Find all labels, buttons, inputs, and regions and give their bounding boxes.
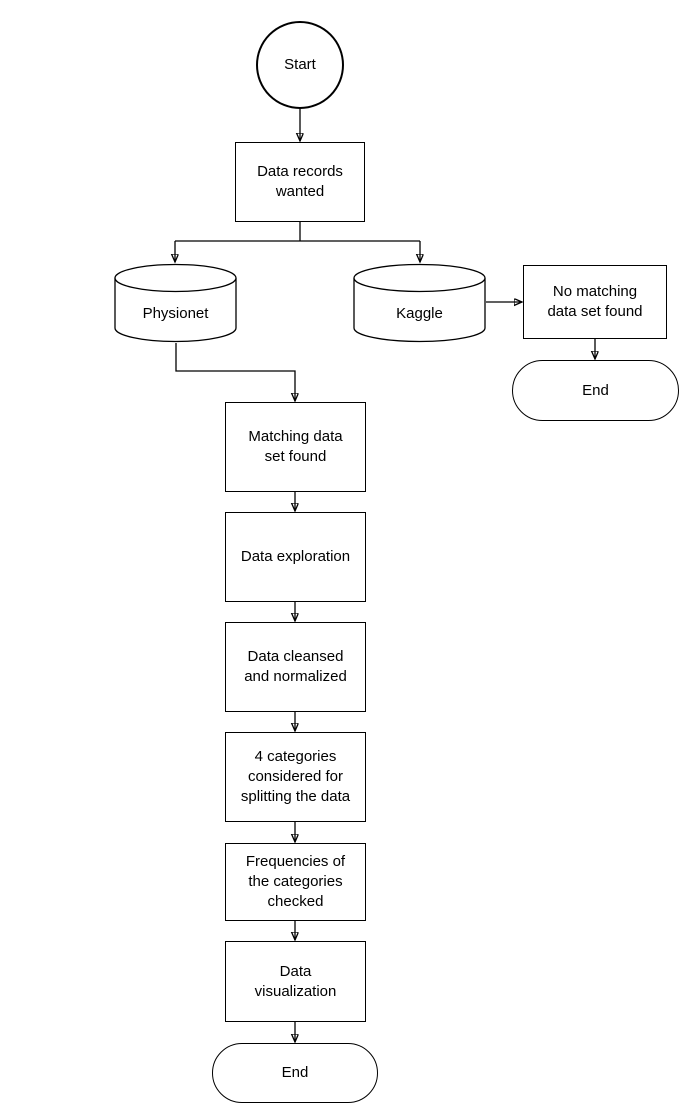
node-data-records-wanted: Data records wanted (235, 142, 365, 222)
cylinder-shape (353, 263, 486, 343)
node-physionet: Physionet (114, 263, 237, 343)
node-no-matching-data-set-found: No matching data set found (523, 265, 667, 339)
cylinder-shape (114, 263, 237, 343)
node-end-right-label: End (582, 381, 609, 399)
node-data-cleansed-label: Data cleansed and normalized (244, 648, 347, 685)
node-no-matching-label: No matching data set found (547, 283, 643, 320)
node-data-cleansed: Data cleansed and normalized (225, 622, 366, 712)
node-start: Start (256, 21, 344, 109)
node-matching-data-set-found: Matching data set found (225, 402, 366, 492)
node-frequencies-checked: Frequencies of the categories checked (225, 843, 366, 921)
node-four-categories: 4 categories considered for splitting th… (225, 732, 366, 822)
node-data-records-wanted-label: Data records wanted (257, 163, 343, 200)
node-data-visualization-label: Data visualization (254, 962, 337, 1000)
node-physionet-label: Physionet (142, 305, 209, 322)
node-start-label: Start (284, 56, 316, 73)
node-kaggle: Kaggle (353, 263, 486, 343)
node-end-bottom-label: End (281, 1064, 309, 1081)
node-data-visualization: Data visualization (225, 941, 366, 1022)
connector-physionet-to-matching (175, 343, 295, 401)
node-end-bottom: End (212, 1043, 378, 1103)
node-kaggle-label: Kaggle (396, 305, 443, 322)
node-data-exploration: Data exploration (225, 512, 366, 602)
node-four-categories-label: 4 categories considered for splitting th… (240, 748, 351, 805)
node-data-exploration-label: Data exploration (240, 548, 351, 565)
node-matching-label: Matching data set found (248, 428, 343, 465)
node-end-right: End (512, 360, 679, 421)
node-frequencies-label: Frequencies of the categories checked (245, 853, 346, 910)
